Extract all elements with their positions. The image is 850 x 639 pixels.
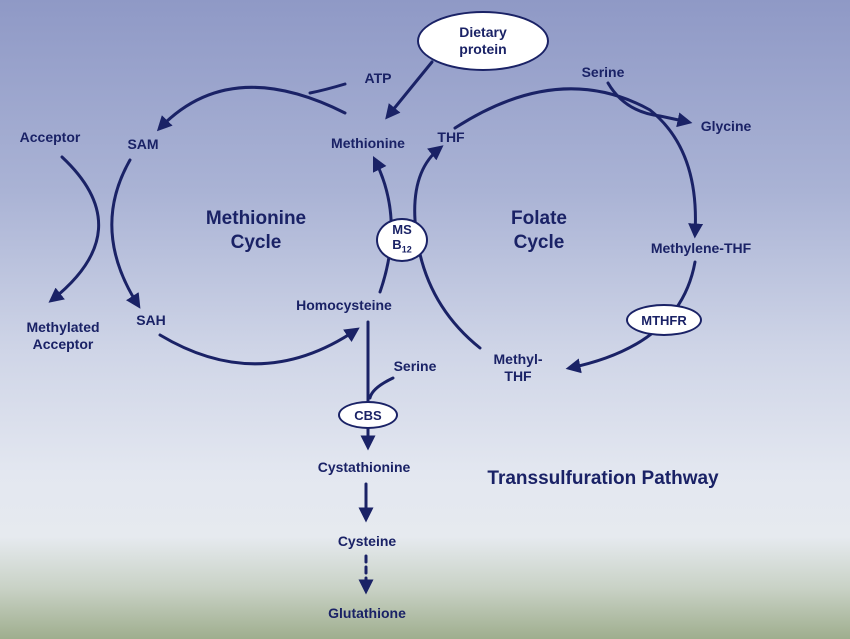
acceptor-label: Acceptor: [19, 129, 81, 145]
arrow-sah-to-homocysteine: [158, 327, 360, 366]
methyl-thf-label: Methyl- THF: [493, 351, 543, 384]
arrow-serine-to-glycine: [606, 81, 693, 128]
mthfr-label: MTHFR: [641, 312, 687, 328]
atp-label: ATP: [364, 70, 392, 86]
homocysteine-label: Homocysteine: [296, 297, 392, 313]
arrow-thf-to-methylene: [453, 87, 704, 239]
folate-cycle-label: Folate Cycle: [511, 208, 567, 253]
b12-label: B12: [392, 237, 412, 255]
transsulfuration-pathway-title: Transsulfuration Pathway: [487, 468, 719, 489]
serine-top-label: Serine: [581, 64, 625, 80]
ms-label: MS: [392, 222, 412, 238]
arrow-serine-join: [368, 376, 395, 400]
arrow-methionine-to-sam: [156, 85, 347, 132]
glutathione-label: Glutathione: [328, 605, 406, 621]
arrow-atp: [308, 82, 347, 95]
arrow-sam-to-sah: [110, 158, 141, 309]
thf-label: THF: [437, 129, 465, 145]
serine-mid-label: Serine: [393, 358, 437, 374]
methylene-thf-label: Methylene-THF: [650, 240, 752, 256]
methionine-label: Methionine: [331, 135, 405, 151]
cbs-oval: CBS: [338, 401, 398, 429]
methylated-acceptor-label: Methylated Acceptor: [26, 319, 100, 352]
dietary-protein-label: Dietary protein: [459, 24, 507, 57]
cystathionine-label: Cystathionine: [317, 459, 411, 475]
sam-label: SAM: [127, 136, 159, 152]
methionine-cycle-label: Methionine Cycle: [205, 208, 307, 253]
cbs-label: CBS: [354, 407, 382, 423]
dietary-protein-oval: Dietary protein: [417, 11, 549, 71]
arrow-acceptor-to-methylated: [48, 155, 100, 303]
mthfr-oval: MTHFR: [626, 304, 702, 336]
cysteine-label: Cysteine: [337, 533, 397, 549]
ms-b12-oval: MS B12: [376, 218, 428, 262]
glycine-label: Glycine: [700, 118, 752, 134]
sah-label: SAH: [136, 312, 166, 328]
arrow-dietary-protein: [385, 60, 434, 120]
